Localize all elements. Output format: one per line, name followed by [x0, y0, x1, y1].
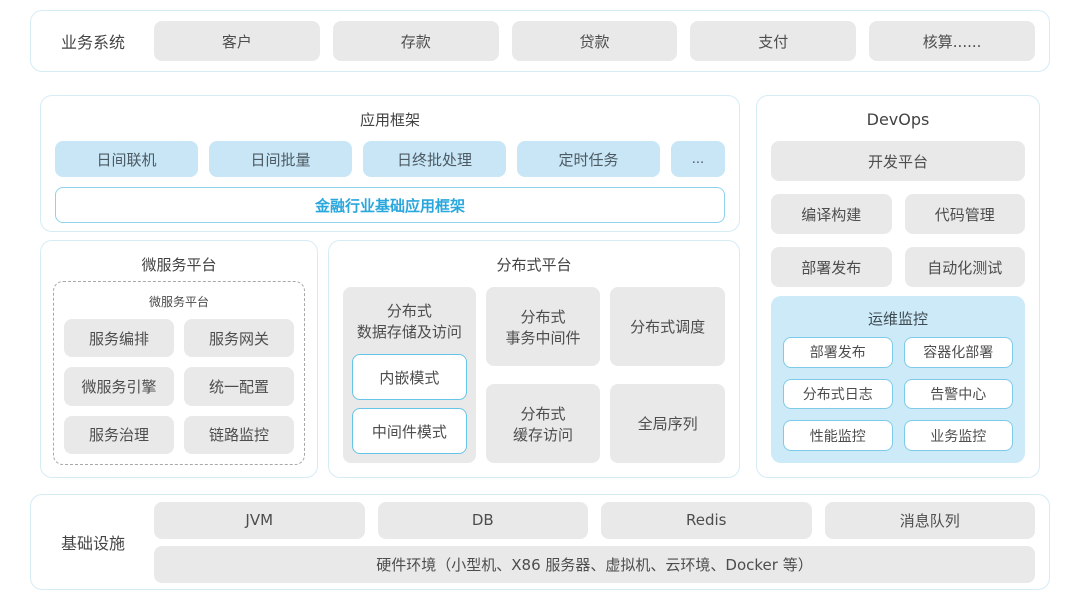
microservice-item: 统一配置	[184, 367, 294, 406]
business-systems-label: 业务系统	[60, 33, 125, 52]
infrastructure-item: DB	[377, 501, 588, 539]
microservice-item: 服务治理	[64, 415, 174, 454]
app-framework-module: 定时任务	[517, 141, 660, 177]
microservice-inner-title: 微服务平台	[148, 295, 209, 309]
infrastructure-row: JVM DB Redis 消息队列	[154, 501, 1035, 539]
distributed-col: 分布式调度 全局序列	[610, 287, 726, 463]
distributed-storage-cell: 分布式 数据存储及访问 内嵌模式 中间件模式	[343, 287, 476, 463]
ops-monitor-grid: 部署发布 容器化部署 分布式日志 告警中心 性能监控 业务监控	[783, 337, 1013, 451]
devops-tool: 部署发布	[771, 247, 892, 287]
devops-tools-grid: 编译构建 代码管理 部署发布 自动化测试	[771, 194, 1025, 287]
distributed-cell: 分布式调度	[610, 287, 726, 366]
middle-zone: 应用框架 日间联机 日间批量 日终批处理 定时任务 ... 金融行业基础应用框架…	[40, 95, 1040, 478]
devops-tool: 自动化测试	[904, 247, 1025, 287]
ops-monitor-item: 分布式日志	[783, 378, 893, 410]
infrastructure-label: 基础设施	[60, 534, 125, 553]
infrastructure-banner: 基础设施 JVM DB Redis 消息队列 硬件环境（小型机、X86 服务器、…	[30, 494, 1050, 590]
microservice-item: 服务编排	[64, 319, 174, 358]
business-system-item: 存款	[332, 21, 499, 61]
microservice-grid: 服务编排 服务网关 微服务引擎 统一配置 服务治理 链路监控	[64, 319, 294, 454]
ops-monitor-item: 性能监控	[783, 420, 893, 451]
microservice-item: 微服务引擎	[64, 367, 174, 406]
microservice-platform-title: 微服务平台	[141, 256, 217, 274]
microservice-inner-box: 微服务平台 服务编排 服务网关 微服务引擎 统一配置 服务治理 链路监控	[53, 281, 305, 465]
platforms-row: 微服务平台 微服务平台 服务编排 服务网关 微服务引擎 统一配置 服务治理 链路…	[40, 240, 740, 478]
devops-tool: 代码管理	[904, 194, 1025, 234]
ops-monitor-item: 容器化部署	[903, 337, 1013, 368]
app-framework-box: 应用框架 日间联机 日间批量 日终批处理 定时任务 ... 金融行业基础应用框架	[40, 95, 740, 232]
app-framework-module-more: ...	[671, 141, 725, 177]
distributed-storage-label: 分布式 数据存储及访问	[356, 302, 462, 341]
infrastructure-item: 消息队列	[824, 501, 1035, 539]
distributed-platform-box: 分布式平台 分布式 数据存储及访问 内嵌模式 中间件模式 分布式 事务中间件 分…	[328, 240, 740, 478]
business-systems-banner: 业务系统 客户 存款 贷款 支付 核算......	[30, 10, 1050, 72]
ops-monitor-panel: 运维监控 部署发布 容器化部署 分布式日志 告警中心 性能监控 业务监控	[771, 296, 1025, 463]
storage-mode-embedded: 内嵌模式	[352, 354, 467, 400]
app-framework-module: 日间批量	[209, 141, 352, 177]
distributed-cell: 全局序列	[610, 384, 726, 463]
devops-platform: 开发平台	[771, 141, 1025, 181]
microservice-item: 服务网关	[184, 319, 294, 358]
app-framework-title: 应用框架	[359, 111, 420, 129]
ops-monitor-item: 告警中心	[903, 378, 1013, 410]
infrastructure-content: JVM DB Redis 消息队列 硬件环境（小型机、X86 服务器、虚拟机、云…	[154, 501, 1035, 583]
microservice-item: 链路监控	[184, 415, 294, 454]
business-system-item: 核算......	[869, 21, 1035, 61]
left-column: 应用框架 日间联机 日间批量 日终批处理 定时任务 ... 金融行业基础应用框架…	[40, 95, 740, 478]
storage-mode-middleware: 中间件模式	[352, 408, 467, 454]
finance-base-framework-bar: 金融行业基础应用框架	[55, 187, 725, 223]
distributed-col: 分布式 事务中间件 分布式 缓存访问	[485, 287, 601, 463]
app-framework-module: 日终批处理	[363, 141, 506, 177]
ops-monitor-item: 部署发布	[783, 337, 893, 368]
business-system-item: 贷款	[511, 21, 678, 61]
distributed-platform-title: 分布式平台	[496, 256, 572, 274]
app-framework-modules: 日间联机 日间批量 日终批处理 定时任务 ...	[55, 141, 725, 177]
business-system-item: 客户	[154, 21, 320, 61]
ops-monitor-title: 运维监控	[867, 310, 928, 328]
devops-tool: 编译构建	[771, 194, 892, 234]
infrastructure-item: Redis	[601, 501, 812, 539]
distributed-grid: 分布式 数据存储及访问 内嵌模式 中间件模式 分布式 事务中间件 分布式 缓存访…	[343, 287, 726, 463]
business-system-item: 支付	[690, 21, 857, 61]
app-framework-module: 日间联机	[55, 141, 198, 177]
infrastructure-item: JVM	[154, 501, 365, 539]
distributed-cell: 分布式 事务中间件	[485, 287, 601, 366]
devops-title: DevOps	[866, 110, 930, 129]
hardware-environment-bar: 硬件环境（小型机、X86 服务器、虚拟机、云环境、Docker 等）	[154, 545, 1035, 583]
ops-monitor-item: 业务监控	[903, 420, 1013, 451]
microservice-platform-box: 微服务平台 微服务平台 服务编排 服务网关 微服务引擎 统一配置 服务治理 链路…	[40, 240, 318, 478]
devops-box: DevOps 开发平台 编译构建 代码管理 部署发布 自动化测试 运维监控 部署…	[756, 95, 1040, 478]
distributed-cell: 分布式 缓存访问	[485, 384, 601, 463]
